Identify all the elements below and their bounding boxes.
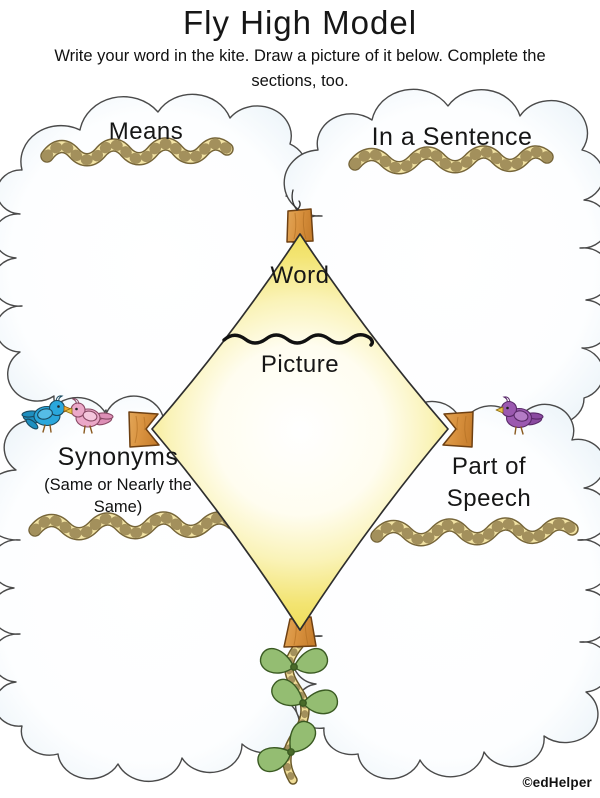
tail-bow-3 bbox=[257, 720, 317, 773]
section-sublabel-synonyms: (Same or Nearly the Same) bbox=[44, 476, 192, 517]
tail-bow-2 bbox=[271, 678, 339, 715]
kite-corner-blocks-front bbox=[128, 411, 474, 448]
instructions-text: Write your word in the kite. Draw a pict… bbox=[54, 47, 546, 90]
copyright-text: ©edHelper bbox=[522, 775, 592, 790]
section-label-in-a-sentence: In a Sentence bbox=[371, 123, 533, 151]
bird-pink bbox=[64, 398, 114, 434]
kite-string bbox=[291, 189, 301, 211]
bird-purple bbox=[495, 396, 544, 435]
tail-bow-1 bbox=[259, 647, 329, 674]
ribbon-synonyms bbox=[28, 511, 239, 541]
section-ribbons bbox=[28, 137, 579, 547]
kite-block-top bbox=[286, 208, 314, 243]
kite-corner-blocks-behind bbox=[283, 208, 317, 648]
section-label-synonyms: Synonyms bbox=[57, 443, 179, 471]
section-label-means: Means bbox=[108, 118, 184, 145]
bird-blue bbox=[21, 395, 72, 433]
kite-body bbox=[151, 233, 449, 631]
ribbon-means bbox=[40, 137, 234, 167]
kite-word-label: Word bbox=[270, 262, 330, 289]
page-title: Fly High Model bbox=[182, 4, 418, 41]
kite-picture-label: Picture bbox=[260, 351, 340, 378]
section-label-part-of-speech: Part of Speech bbox=[446, 453, 532, 513]
ribbon-part-of-speech bbox=[370, 517, 579, 547]
ribbon-in-a-sentence bbox=[348, 145, 554, 175]
word-picture-divider bbox=[222, 333, 374, 347]
kite-tail-bows bbox=[257, 647, 339, 773]
